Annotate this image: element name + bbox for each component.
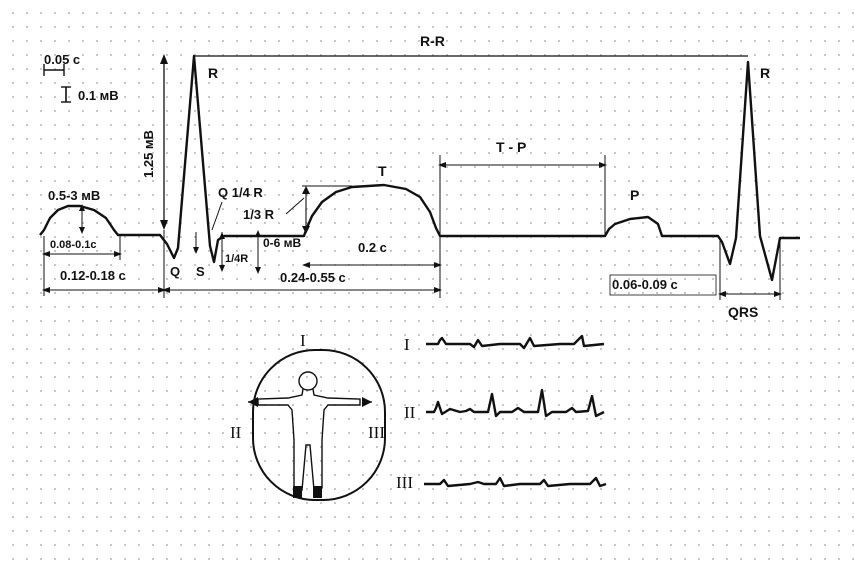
q-wave-label: Q	[170, 264, 180, 279]
st-amplitude-arrow	[255, 230, 261, 274]
t-third-r-label: 1/3 R	[243, 207, 275, 222]
p-duration-label: 0.08-0.1c	[50, 239, 96, 251]
r-height-arrow	[160, 54, 168, 230]
t-duration-label: 0.2 с	[358, 240, 387, 255]
qrs-duration-box	[609, 274, 717, 296]
trace-lead-ii-label: II	[404, 403, 416, 422]
lead-ii-trace	[426, 388, 605, 418]
voltage-scale-label: 0.1 мВ	[78, 88, 119, 103]
q-depth-arrow	[193, 232, 199, 254]
qt-duration-arrow	[162, 230, 442, 298]
t-height-arrow	[302, 186, 310, 234]
tp-interval-arrow	[438, 155, 607, 236]
p-amplitude-arrow	[79, 204, 85, 234]
t-duration-arrow	[302, 262, 442, 268]
time-scale-bar	[43, 64, 65, 76]
body-lead-ii-label: II	[230, 423, 242, 442]
s-depth-arrow	[219, 232, 225, 272]
tp-label: T - P	[496, 139, 526, 155]
r-height-label: 1.25 мВ	[141, 130, 156, 178]
trace-lead-i-label: I	[404, 335, 410, 354]
body-lead-i-label: I	[300, 331, 306, 350]
time-scale-label: 0.05 с	[44, 52, 80, 67]
voltage-scale-bar	[61, 86, 71, 103]
pq-duration-label: 0.12-0.18 с	[60, 268, 126, 283]
r-peak-label-1: R	[208, 65, 218, 81]
lead-iii-trace	[424, 476, 607, 488]
t-wave-label: T	[378, 163, 387, 179]
rr-label: R-R	[420, 33, 445, 49]
ecg-waveform	[39, 54, 800, 282]
s-wave-label: S	[196, 264, 205, 279]
qt-duration-label: 0.24-0.55 с	[280, 270, 346, 285]
qrs-duration-arrow	[718, 240, 782, 300]
p-amplitude-label: 0.5-3 мВ	[48, 188, 100, 203]
pq-duration-arrow	[42, 287, 166, 293]
st-amplitude-label: 0-6 мВ	[263, 236, 302, 250]
s-quarter-r-label: 1/4R	[225, 253, 248, 265]
r-peak-label-2: R	[760, 65, 770, 81]
q-quarter-r-pointer	[211, 201, 223, 231]
einthoven-body-figure	[248, 349, 386, 501]
trace-lead-iii-label: III	[396, 473, 413, 492]
qrs-label: QRS	[728, 304, 758, 320]
t-third-r-pointer	[285, 197, 305, 215]
p-duration-arrow	[42, 236, 122, 296]
body-lead-iii-label: III	[368, 423, 385, 442]
p-wave-label: P	[630, 187, 639, 203]
qrs-duration-label: 0.06-0.09 с	[612, 277, 678, 292]
q-quarter-r-label: Q 1/4 R	[218, 185, 263, 200]
lead-i-trace	[426, 334, 605, 350]
